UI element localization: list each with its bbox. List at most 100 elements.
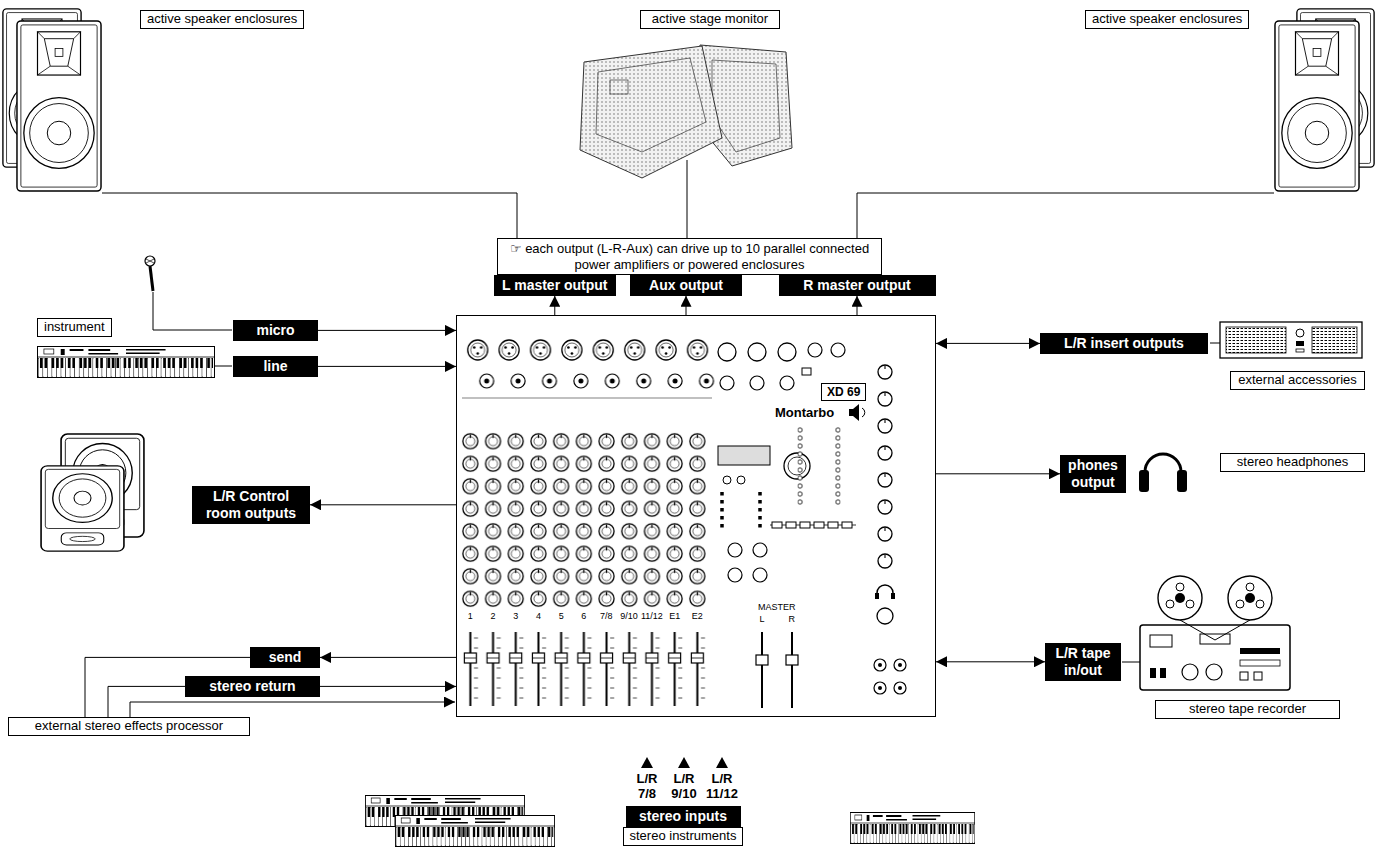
rack-unit [1226,327,1286,353]
device-label: external stereo effects processor [8,717,250,736]
tape-recorder [1186,600,1194,608]
mixer-console: MontarboXD 69 [456,315,936,717]
mixer-panel [808,343,822,357]
rack-unit [1296,329,1304,337]
channel-number: 9/10 [620,612,638,622]
wire [215,366,232,367]
keyboard-instrument [395,816,555,847]
output-label: send [250,647,320,668]
tape-recorder [1180,620,1250,640]
connector [936,661,1045,662]
tape-recorder [1160,668,1166,678]
input-arrow [678,757,690,768]
mixer-panel [761,632,763,708]
mixer-panel [894,682,906,694]
input-arrow [641,757,728,768]
connector [936,473,1060,474]
microphone [145,256,155,291]
headphones-icon [1145,454,1181,482]
output-label: phones output [1060,455,1126,493]
box-text: active speaker enclosures [147,12,297,27]
box-text: ☞ each output (L-R-Aux) can drive up to … [506,241,873,272]
mixer-panel [462,398,712,399]
headphones-icon [1177,470,1187,492]
connector [318,366,456,367]
tape-recorder [1150,668,1156,678]
stage-monitor [580,45,792,178]
mixer-panel [786,522,796,528]
box-text: external stereo effects processor [15,719,243,734]
io-label: L/R tape in/out [1045,643,1121,681]
input-label: micro [233,320,318,341]
mixer-panel [720,376,734,390]
mixer-panel [874,659,886,671]
wire [102,193,517,238]
box-text: XD 69 [827,385,860,399]
box-text: stereo return [193,678,312,695]
connector [320,657,456,658]
device-label: active speaker enclosures [140,10,304,29]
box-text: stereo inputs [634,808,733,825]
mixer-panel [894,659,906,671]
tape-recorder [1176,583,1184,591]
channel-number: 4 [536,612,541,622]
box-text: stereo headphones [1227,455,1358,470]
stage-monitor [610,80,628,94]
mixer-panel [791,632,793,708]
mixer-panel [753,568,767,582]
channel-number: 11/12 [641,612,663,622]
mixer-panel [778,343,796,361]
box-text: phones output [1064,457,1122,491]
channel-number: 2 [491,612,496,622]
tape-recorder [1182,664,1198,680]
keyboard-instrument [850,813,975,844]
speaker-enclosure [1275,21,1359,191]
io-label: L/R insert outputs [1040,333,1208,354]
mixer-panel [718,446,770,465]
device-label: active stage monitor [640,10,780,29]
rack-unit [1312,327,1357,353]
device-label: external accessories [1230,371,1365,390]
tape-recorder [1158,576,1202,620]
studio-monitor [41,434,144,551]
input-label: L/R 11/12 [703,772,741,802]
mixer-panel [800,522,810,528]
mixer-panel [891,593,895,599]
mixer-panel [898,663,902,667]
tape-recorder [1200,634,1230,644]
mixer-panel [862,408,865,417]
tape-recorder [1228,576,1272,620]
device-label: stereo headphones [1220,453,1365,472]
microphone [146,259,154,263]
box-text: Aux output [638,277,734,294]
box-text: L/R tape in/out [1049,645,1117,679]
mixer-panel [877,362,893,578]
speaker-enclosure [3,9,1374,191]
mixer-panel [874,682,886,694]
microphone [145,256,155,266]
connector [857,296,858,315]
mixer-panel [718,343,736,361]
tape-recorder [1254,672,1262,680]
headphones-icon [1139,454,1187,492]
tape-recorder [1240,672,1248,680]
box-text: active stage monitor [647,12,773,27]
input-label: line [233,356,318,377]
mixer-panel [875,593,879,599]
box-text: L master output [502,277,608,294]
box-text: stereo tape recorder [1162,702,1333,717]
mixer-panel [828,522,838,528]
box-text: instrument [44,320,105,335]
speaker-enclosure [17,21,101,191]
tape-recorder [1245,593,1255,603]
mixer-panel [878,663,882,667]
mixer-panel [720,492,724,532]
headphones-icon [1139,470,1149,492]
stage-monitor [580,46,722,178]
mixer-panel [878,686,882,690]
wire [687,160,688,238]
box-text: micro [241,322,310,339]
mixer-panel [728,543,742,557]
connector [686,296,687,315]
channel-number: L [760,615,765,625]
